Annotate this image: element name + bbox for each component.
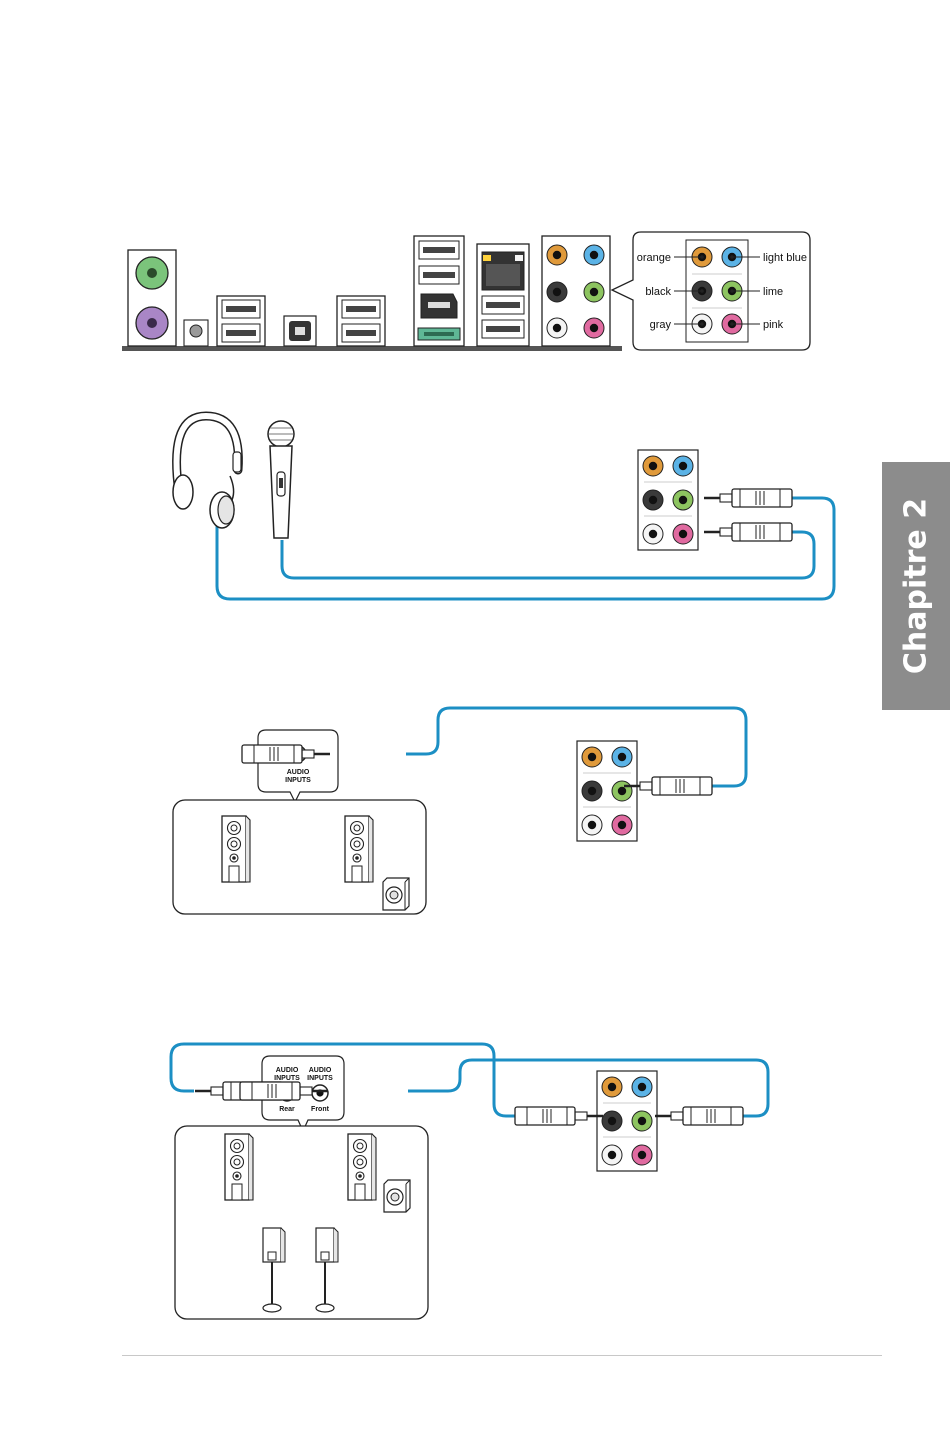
front-audio-label-1: AUDIO <box>309 1067 332 1074</box>
stereo-speaker-setup: AUDIO INPUTS <box>173 708 746 914</box>
legend-black: black <box>645 286 671 298</box>
legend-light-blue: light blue <box>763 252 807 264</box>
headphones-icon <box>173 416 241 528</box>
headphone-plug <box>704 489 792 507</box>
usb-ports-1 <box>217 296 265 346</box>
quad-subwoofer <box>384 1180 410 1212</box>
quad-front-right-speaker <box>348 1134 376 1200</box>
mic-plug <box>704 523 792 541</box>
stereo-right-speaker <box>345 816 373 882</box>
stereo-audio-inputs-callout: AUDIO INPUTS <box>258 730 338 802</box>
quad-rear-out-plug <box>515 1107 603 1125</box>
lan-usb-stack <box>477 244 529 346</box>
ps2-ports <box>128 250 176 346</box>
usb-ports-2 <box>337 296 385 346</box>
rear-audio-label-1: AUDIO <box>276 1067 299 1074</box>
stereo-left-speaker <box>222 816 250 882</box>
clear-cmos-button <box>184 320 208 346</box>
legend-lime: lime <box>763 286 783 298</box>
legend-pink: pink <box>763 319 784 331</box>
front-audio-label-2: INPUTS <box>307 1075 333 1082</box>
footer-rule <box>122 1355 882 1356</box>
quad-front-left-speaker <box>225 1134 253 1200</box>
quad-speakers-box <box>175 1126 428 1319</box>
audio-panel-headphone <box>638 450 698 550</box>
rear-input-label: Rear <box>279 1106 295 1113</box>
stereo-audio-label-1: AUDIO <box>287 769 310 776</box>
legend-orange: orange <box>637 252 671 264</box>
rear-audio-label-2: INPUTS <box>274 1075 300 1082</box>
chapter-tab-label: Chapitre 2 <box>899 498 934 674</box>
microphone-icon <box>268 421 294 538</box>
quad-speaker-setup: AUDIO INPUTS AUDIO INPUTS Rear Front <box>171 1044 768 1319</box>
audio-panel-stereo <box>577 741 637 841</box>
legend-gray: gray <box>650 319 672 331</box>
stereo-subwoofer <box>383 878 409 910</box>
rear-io-panel: orange black gray light blue lime pink <box>122 232 810 351</box>
stereo-cable <box>406 708 746 786</box>
quad-front-out-plug <box>655 1107 743 1125</box>
chapter-tab: Chapitre 2 <box>882 462 950 710</box>
optical-spdif-port <box>284 316 316 346</box>
audio-panel-quad <box>597 1071 657 1171</box>
jack-color-legend: orange black gray light blue lime pink <box>612 232 810 350</box>
usb-firewire-esata-stack <box>414 236 464 346</box>
rear-audio-jacks <box>542 236 610 346</box>
stereo-audio-label-2: INPUTS <box>285 777 311 784</box>
headphone-cable <box>217 498 834 599</box>
front-input-label: Front <box>311 1106 330 1113</box>
headphone-mic-setup <box>173 416 834 599</box>
